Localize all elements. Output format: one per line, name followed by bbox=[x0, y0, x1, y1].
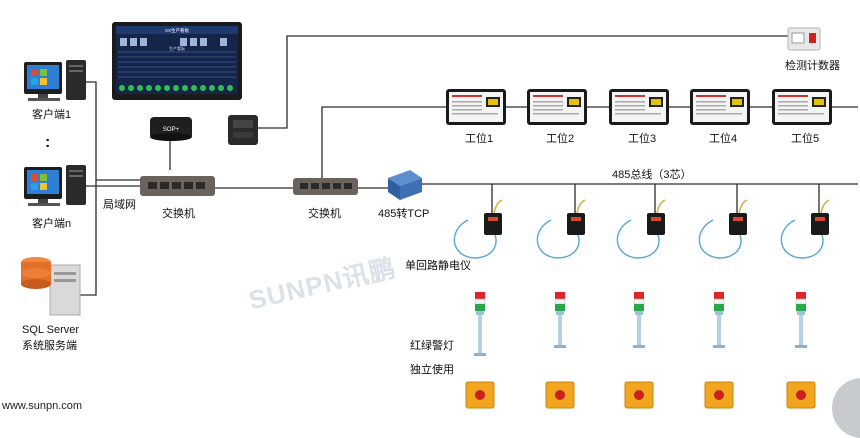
button-box-4 bbox=[704, 381, 734, 409]
clientn-label: 客户端n bbox=[32, 218, 72, 230]
station-monitor-1 bbox=[446, 89, 506, 125]
converter-label: 485转TCP bbox=[378, 208, 430, 220]
counter-label: 检测计数器 bbox=[785, 60, 840, 72]
station-monitors bbox=[446, 89, 832, 125]
static-meter-3 bbox=[616, 199, 666, 259]
diagram-canvas: XX生产看板 生产看板 SOP+ bbox=[21, 22, 858, 409]
static-meters bbox=[453, 199, 830, 259]
tower-light-1 bbox=[474, 292, 486, 356]
system-server-label: 系统服务端 bbox=[22, 340, 77, 352]
sql-server-label: SQL Server bbox=[22, 324, 80, 336]
station-monitor-5 bbox=[772, 89, 832, 125]
static-meter-label: 单回路静电仪 bbox=[405, 260, 471, 272]
tower-lights bbox=[474, 292, 807, 356]
station-label-2: 工位2 bbox=[546, 133, 575, 145]
gateway-device bbox=[228, 115, 258, 145]
tower-light-2 bbox=[554, 292, 566, 348]
sop-label: SOP+ bbox=[163, 127, 180, 133]
production-board-monitor: XX生产看板 生产看板 bbox=[112, 22, 242, 100]
clientn-computer-icon bbox=[24, 165, 86, 206]
switch1-label: 交换机 bbox=[162, 208, 195, 220]
screen-subtitle: 生产看板 bbox=[169, 45, 185, 51]
station-label-3: 工位3 bbox=[628, 133, 657, 145]
website-link[interactable]: www.sunpn.com bbox=[2, 400, 83, 412]
station-monitor-4 bbox=[690, 89, 750, 125]
static-meter-4 bbox=[698, 199, 748, 259]
station-monitor-3 bbox=[609, 89, 669, 125]
lan-label: 局域网 bbox=[103, 199, 136, 211]
rs485-bus-label: 485总线（3芯） bbox=[612, 169, 692, 181]
button-box-5 bbox=[786, 381, 816, 409]
client1-computer-icon bbox=[24, 60, 86, 101]
client1-label: 客户端1 bbox=[32, 109, 72, 121]
sql-server-icon bbox=[21, 257, 81, 316]
tower-light-label: 红绿警灯 bbox=[410, 340, 454, 352]
switch2-device bbox=[293, 178, 358, 195]
button-boxes bbox=[465, 381, 816, 409]
counter-device bbox=[787, 27, 821, 51]
ellipsis-label: : bbox=[45, 134, 51, 151]
button-box-3 bbox=[624, 381, 654, 409]
tower-light-3 bbox=[633, 292, 645, 348]
screen-title: XX生产看板 bbox=[165, 27, 190, 34]
station-label-5: 工位5 bbox=[791, 133, 820, 145]
station-label-4: 工位4 bbox=[709, 133, 738, 145]
button-box-2 bbox=[545, 381, 575, 409]
tower-light-4 bbox=[713, 292, 725, 348]
static-meter-1 bbox=[453, 199, 503, 259]
switch1-device bbox=[140, 176, 215, 196]
station-label-1: 工位1 bbox=[465, 133, 494, 145]
sop-box: SOP+ bbox=[150, 117, 192, 141]
standalone-use-label: 独立使用 bbox=[410, 364, 454, 376]
switch2-label: 交换机 bbox=[308, 208, 341, 220]
tower-light-5 bbox=[795, 292, 807, 348]
rs485-converter bbox=[388, 170, 422, 200]
button-box-1 bbox=[465, 381, 495, 409]
static-meter-2 bbox=[536, 199, 586, 259]
station-monitor-2 bbox=[527, 89, 587, 125]
static-meter-5 bbox=[780, 199, 830, 259]
